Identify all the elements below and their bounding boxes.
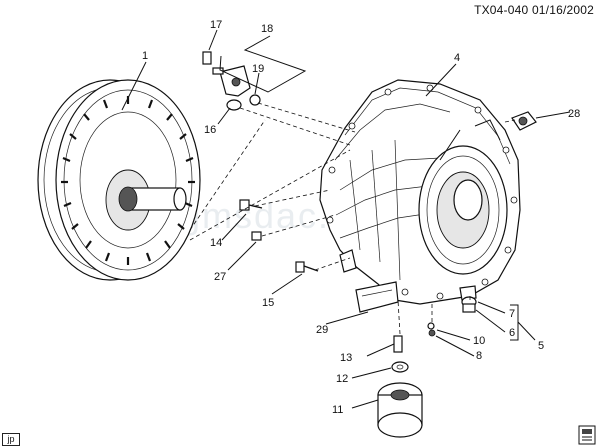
callout-28: 28 [568, 108, 580, 120]
callout-1: 1 [142, 50, 148, 62]
diagram-reference: TX04-040 01/16/2002 [474, 3, 594, 17]
bolt-27 [251, 231, 262, 241]
leader-lines [121, 29, 571, 409]
callout-6: 6 [509, 327, 515, 339]
oil-filter-11 [377, 382, 423, 438]
callout-17: 17 [210, 19, 222, 31]
callout-4: 4 [454, 52, 460, 64]
callout-29: 29 [316, 324, 328, 336]
callout-19: 19 [252, 63, 264, 75]
fitting-13 [393, 335, 403, 353]
callout-8: 8 [476, 350, 482, 362]
sensor-assembly [202, 51, 261, 111]
diagram-code: TX04-040 [474, 3, 529, 17]
callout-14: 14 [210, 237, 222, 249]
bolt-15 [295, 261, 319, 273]
converter-slots [61, 96, 195, 265]
torque-converter [37, 79, 201, 281]
document-icon [578, 425, 596, 445]
callout-18: 18 [261, 23, 273, 35]
drain-fittings [427, 296, 477, 337]
diagram-date: 01/16/2002 [531, 3, 594, 17]
callout-12: 12 [336, 373, 348, 385]
callout-10: 10 [473, 335, 485, 347]
callout-labels: 1 4 5 6 7 8 10 11 12 13 14 15 16 17 18 1… [142, 19, 580, 416]
callout-7: 7 [509, 308, 515, 320]
converter-hub [105, 169, 187, 231]
transmission-housing [319, 79, 521, 305]
washer-12 [391, 361, 409, 373]
corner-tag: jp [2, 433, 20, 446]
callout-15: 15 [262, 297, 274, 309]
bracket-29 [355, 281, 399, 313]
callout-5: 5 [538, 340, 544, 352]
callout-27: 27 [214, 271, 226, 283]
callout-13: 13 [340, 352, 352, 364]
callout-11: 11 [332, 404, 343, 416]
callout-16: 16 [204, 124, 216, 136]
alignment-lines [189, 102, 516, 335]
sensor-28 [511, 111, 537, 131]
